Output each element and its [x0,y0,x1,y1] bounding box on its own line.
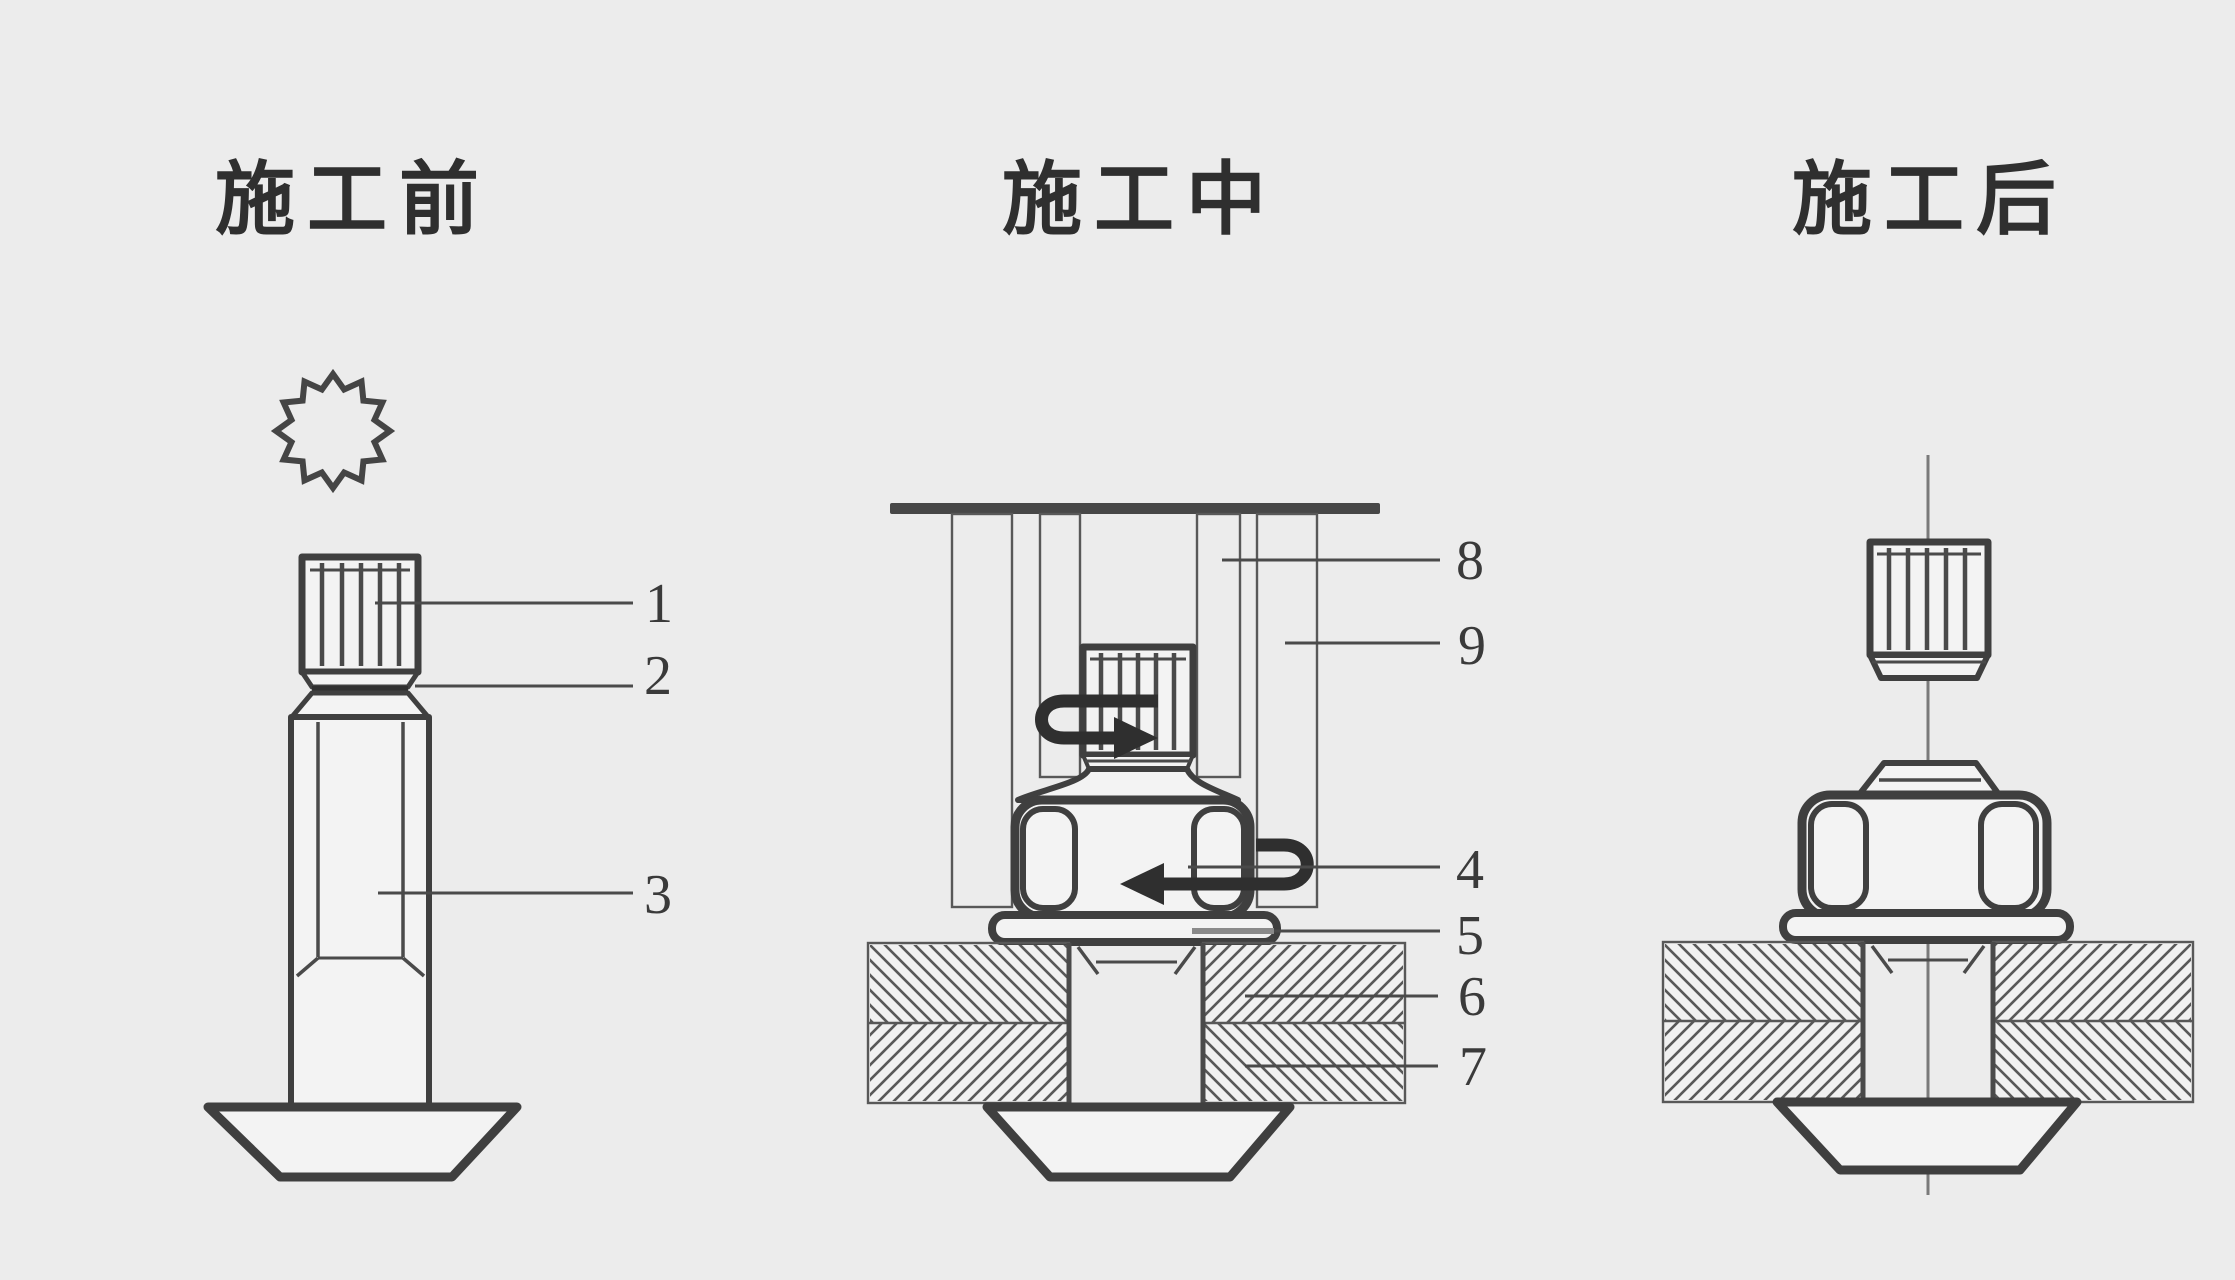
washer [1779,909,2074,944]
lower-plate-hatch-right [1995,1021,2191,1100]
lower-plate-hatch-left [1665,1021,1861,1100]
nut-rotation-arrow [1120,838,1314,905]
wrench-socket [950,512,1319,909]
thread-section-lines [295,722,426,978]
callout-7: 7 [1245,1036,1487,1098]
break-neck-taper [299,669,421,690]
thread-runout-chamfer-right [1173,945,1197,976]
callout-3: 3 [378,864,672,926]
callout-1: 1 [375,573,673,635]
plates-after [1661,940,2195,1104]
callout-label-7: 7 [1459,1036,1487,1098]
callout-6: 6 [1245,966,1486,1028]
panel-during-title: 施工中 [1002,155,1278,244]
lower-plate-hatch-left [870,1023,1067,1101]
callout-label-2: 2 [644,645,672,707]
callout-label-4: 4 [1456,839,1484,901]
callout-label-1: 1 [645,573,673,635]
thread-runout-chamfer-left [1870,944,1894,975]
bolt-during [988,643,1281,946]
spline-cross-section-star [270,368,396,494]
sheared-spline-tip [1866,538,1992,681]
callout-8: 8 [1222,530,1484,592]
panel-before-title: 施工前 [215,155,491,244]
tip-rotation-arrowhead [1114,717,1158,759]
outer-socket-right-wall [1255,512,1319,909]
panel-during: 施工中 [866,155,1487,1182]
panel-before: 施工前 [203,155,673,1182]
callout-5: 5 [1192,905,1484,967]
callout-9: 9 [1285,615,1486,677]
callout-label-5: 5 [1456,905,1484,967]
thread-runout-chamfer-right [1962,944,1986,975]
callout-2: 2 [415,645,672,707]
thread-runout-chamfer-right [401,956,426,978]
tip-rotation-arrow-shaft [1035,694,1158,745]
thread-runout-chamfer-left [295,956,320,978]
spline-tip-ridges [1886,548,1968,650]
tip-rotation-arrow [1035,694,1158,759]
spline-tip-ridges [319,563,402,666]
bolt-head-during [982,1102,1295,1182]
outer-socket-left-wall [950,512,1014,909]
callout-label-3: 3 [644,864,672,926]
upper-plate-hatch-left [1665,944,1861,1021]
callout-label-9: 9 [1458,615,1486,677]
upper-plate-hatch-right [1995,944,2191,1021]
lower-plate-hatch-right [1205,1023,1403,1101]
sheared-tip-bottom-band [1867,652,1991,681]
shank-in-hole-after [1860,942,1996,1102]
callout-label-8: 8 [1456,530,1484,592]
bolt-head [203,1102,522,1182]
wrench-top-bar [890,503,1380,514]
nut-rotation-arrowhead [1120,863,1164,905]
nut-left-facet [1020,806,1078,911]
bolt-before [203,553,522,1182]
plates-during [866,941,1407,1105]
panel-after-title: 施工后 [1792,155,2068,244]
washer [988,911,1281,946]
inner-socket-right-wall [1195,512,1242,779]
thread-runout-chamfer-left [1076,945,1100,976]
nut-left-facet [1808,801,1869,911]
bolt-shank [288,714,432,1110]
callout-4: 4 [1188,839,1484,901]
nut-right-facet [1978,801,2039,911]
bolt-head-after [1772,1097,2082,1175]
installed-assembly [1779,760,2074,944]
nut-right-facet [1191,806,1247,911]
nut [1797,790,2052,922]
panel-after: 施工后 [1661,155,2195,1195]
upper-plate-hatch-left [870,945,1067,1023]
nut-rotation-arrow-shaft [1164,838,1314,891]
neck-bell-flare [1015,766,1241,803]
shank-in-hole-during [1066,943,1206,1107]
callout-label-6: 6 [1458,966,1486,1028]
nut [1010,795,1255,922]
upper-plate-hatch-right [1205,945,1403,1023]
